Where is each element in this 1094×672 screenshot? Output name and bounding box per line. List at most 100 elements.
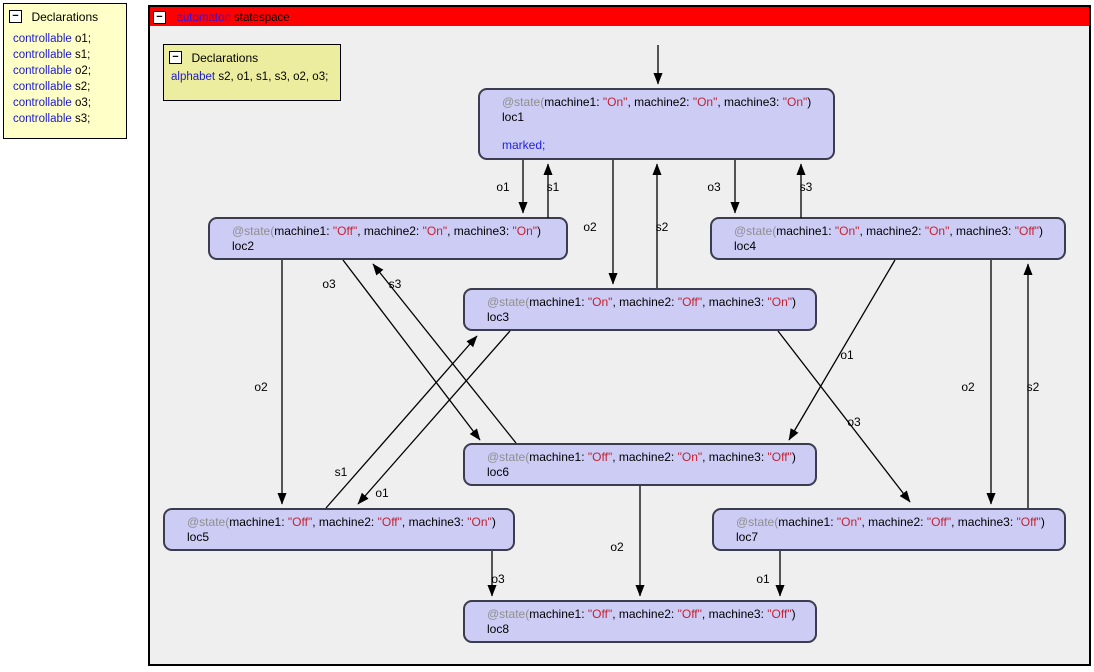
alphabet-declaration: alphabet s2, o1, s1, s3, o2, o3; [164, 68, 340, 83]
annotation-prefix: @state( [187, 515, 230, 529]
declaration-keyword: controllable [13, 65, 72, 77]
annotation-prefix: @state( [736, 515, 779, 529]
machine3-label: , machine3: [702, 450, 768, 464]
declaration-keyword: controllable [13, 81, 72, 93]
automaton-title-bar: − automaton statespace [150, 7, 1089, 26]
state-name: loc7 [736, 530, 759, 544]
alphabet-box-header: − Declarations [164, 45, 340, 68]
machine1-label: machine1: [778, 515, 837, 529]
state-box-loc7[interactable]: @state(machine1: "On", machine2: "Off", … [712, 508, 1066, 551]
declarations-panel-header: − Declarations [4, 4, 126, 28]
declaration-event: s3; [71, 113, 91, 125]
state-box-loc1[interactable]: @state(machine1: "On", machine2: "On", m… [478, 88, 835, 160]
machine1-value: "Off" [587, 607, 613, 621]
machine2-value: "On" [677, 450, 703, 464]
declaration-event: o3; [71, 97, 92, 109]
machine1-value: "On" [602, 95, 628, 109]
machine1-label: machine1: [229, 515, 288, 529]
automaton-name: statespace [234, 11, 290, 24]
state-annotation: @state(machine1: "Off", machine2: "On", … [232, 224, 558, 239]
declaration-event: s1; [71, 49, 91, 61]
declaration-line: controllable s1; [13, 47, 126, 63]
machine1-value: "Off" [332, 224, 358, 238]
declarations-panel-title: Declarations [31, 9, 99, 24]
state-box-loc3[interactable]: @state(machine1: "On", machine2: "Off", … [463, 288, 817, 331]
state-name: loc8 [487, 622, 510, 636]
machine1-value: "Off" [287, 515, 313, 529]
declaration-line: controllable s3; [13, 111, 126, 127]
machine1-label: machine1: [529, 450, 588, 464]
annotation-suffix: ) [791, 607, 796, 621]
alphabet-events: s2, o1, s1, s3, o2, o3; [218, 71, 329, 83]
state-box-loc8[interactable]: @state(machine1: "Off", machine2: "Off",… [463, 600, 817, 643]
machine1-value: "On" [836, 515, 862, 529]
machine1-value: "On" [587, 295, 613, 309]
state-box-loc4[interactable]: @state(machine1: "On", machine2: "On", m… [710, 217, 1066, 260]
state-name: loc6 [487, 465, 510, 479]
machine2-label: , machine2: [612, 295, 678, 309]
annotation-prefix: @state( [232, 224, 275, 238]
state-annotation: @state(machine1: "Off", machine2: "Off",… [487, 607, 807, 622]
machine2-label: , machine2: [312, 515, 378, 529]
declaration-line: controllable s2; [13, 79, 126, 95]
machine2-value: "Off" [677, 607, 702, 621]
machine3-label: , machine3: [447, 224, 513, 238]
state-annotation: @state(machine1: "Off", machine2: "Off",… [187, 515, 505, 530]
machine1-label: machine1: [529, 295, 588, 309]
machine3-label: , machine3: [951, 515, 1017, 529]
declaration-event: o1; [71, 33, 92, 45]
machine3-value: "On" [512, 224, 538, 238]
state-marked: marked; [502, 138, 546, 152]
declaration-line: controllable o2; [13, 63, 126, 79]
alphabet-keyword: alphabet [171, 71, 216, 83]
state-annotation: @state(machine1: "Off", machine2: "On", … [487, 450, 807, 465]
machine2-label: , machine2: [859, 224, 925, 238]
state-box-loc2[interactable]: @state(machine1: "Off", machine2: "On", … [208, 217, 568, 260]
machine1-label: machine1: [544, 95, 603, 109]
declaration-keyword: controllable [13, 49, 72, 61]
machine2-label: , machine2: [861, 515, 927, 529]
annotation-prefix: @state( [734, 224, 777, 238]
state-annotation: @state(machine1: "On", machine2: "On", m… [502, 95, 825, 110]
annotation-suffix: ) [1040, 515, 1045, 529]
machine3-label: , machine3: [401, 515, 468, 529]
collapse-icon[interactable]: − [153, 11, 166, 25]
alphabet-box-title: Declarations [191, 50, 259, 65]
machine2-value: "On" [422, 224, 448, 238]
state-name: loc1 [502, 110, 525, 124]
collapse-icon[interactable]: − [9, 10, 22, 24]
declaration-line: controllable o3; [13, 95, 126, 111]
machine2-value: "Off" [677, 295, 703, 309]
state-name: loc3 [487, 310, 510, 324]
collapse-icon[interactable]: − [169, 51, 182, 65]
machine2-value: "On" [924, 224, 950, 238]
declaration-keyword: controllable [13, 97, 72, 109]
annotation-prefix: @state( [487, 450, 530, 464]
state-box-loc5[interactable]: @state(machine1: "Off", machine2: "Off",… [163, 508, 515, 551]
state-name: loc2 [232, 239, 255, 253]
machine3-value: "Off" [1014, 224, 1040, 238]
annotation-suffix: ) [537, 224, 542, 238]
machine2-value: "On" [692, 95, 718, 109]
machine2-label: , machine2: [612, 607, 678, 621]
machine3-value: "On" [767, 295, 793, 309]
machine1-label: machine1: [274, 224, 333, 238]
declaration-keyword: controllable [13, 113, 72, 125]
state-box-loc6[interactable]: @state(machine1: "Off", machine2: "On", … [463, 443, 817, 486]
declarations-list: controllable o1;controllable s1;controll… [4, 28, 126, 127]
automaton-title: automaton statespace [176, 12, 289, 24]
machine3-value: "Off" [767, 450, 792, 464]
annotation-prefix: @state( [502, 95, 545, 109]
spacer [502, 125, 825, 138]
state-name: loc5 [187, 530, 210, 544]
automaton-keyword: automaton [176, 11, 231, 24]
state-annotation: @state(machine1: "On", machine2: "Off", … [736, 515, 1056, 530]
machine3-value: "Off" [767, 607, 792, 621]
state-name: loc4 [734, 239, 757, 253]
declaration-keyword: controllable [13, 33, 72, 45]
machine2-value: "Off" [926, 515, 952, 529]
machine1-label: machine1: [776, 224, 835, 238]
declaration-event: o2; [71, 65, 92, 77]
machine1-value: "On" [834, 224, 860, 238]
